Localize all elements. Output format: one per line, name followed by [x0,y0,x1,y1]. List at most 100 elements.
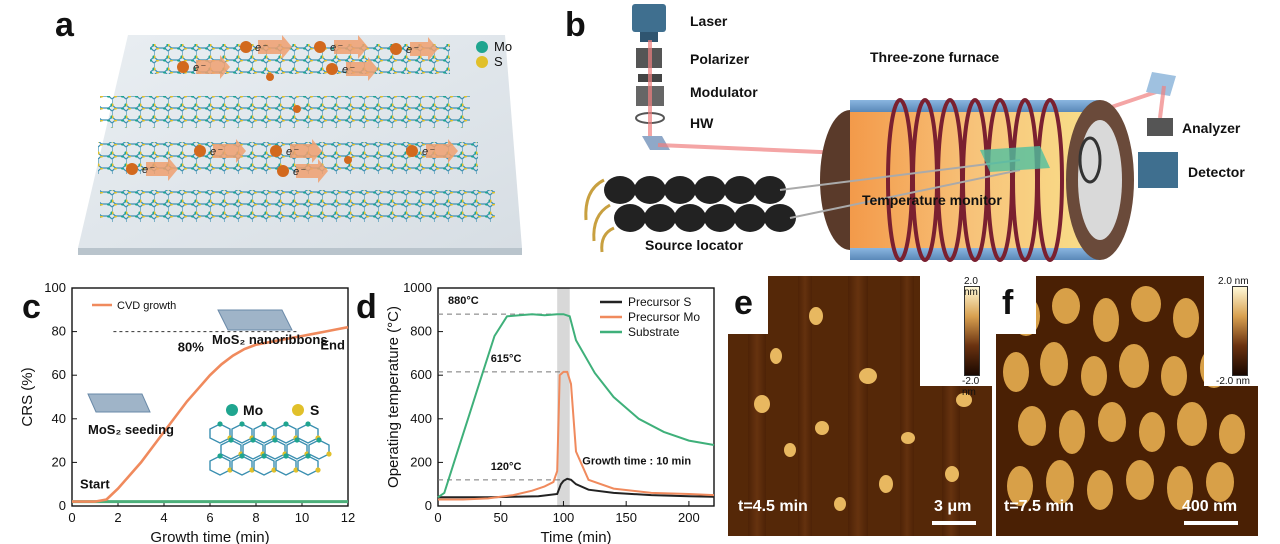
y-axis-title: Operating temperature (°C) [385,306,402,488]
y-tick-label: 80 [52,324,66,339]
panel-f-label: f [1002,284,1014,322]
growth-window-highlight [557,288,570,506]
laser-body [632,4,666,32]
scalebar-e [932,521,976,525]
x-tick-label: 4 [160,510,167,525]
x-tick-label: 0 [434,510,441,525]
furnace-setup-schematic: Laser Polarizer Modulator HW Three-zone … [584,4,1245,262]
seeding-inset [87,393,151,413]
svg-text:e⁻: e⁻ [286,146,299,158]
mirror-right [1146,72,1176,96]
svg-text:e⁻: e⁻ [193,62,206,74]
y-tick-label: 400 [410,411,432,426]
afm-e-topography [728,276,992,536]
s-label: S [310,402,319,418]
seeding-label: MoS₂ seeding [88,422,174,437]
y-tick-label: 600 [410,367,432,382]
s-dot [292,404,304,416]
panel-b: b [540,0,1280,265]
x-tick-label: 150 [615,510,637,525]
legend-label-2: Substrate [628,325,680,339]
colorbar-e-bg [920,276,992,386]
nanoribbons-inset [217,309,293,331]
mo-label: Mo [243,402,263,418]
series-cvd-growth-line [72,325,349,503]
y-tick-label: 100 [44,280,66,295]
svg-text:e⁻: e⁻ [255,42,268,54]
colorbar-f [1232,286,1248,376]
y-tick-label: 0 [59,498,66,513]
legend-cvd-label: CVD growth [117,300,176,312]
mo-dot [226,404,238,416]
ribbon-2 [100,96,470,128]
label-temperature-monitor: Temperature monitor [862,192,1002,208]
colorbar-f-top: 2.0 nm [1218,276,1249,287]
x-tick-label: 6 [206,510,213,525]
y-tick-label: 0 [425,498,432,513]
electron-markers [126,41,418,177]
legend-label-0: Precursor S [628,295,691,309]
svg-text:e⁻: e⁻ [142,164,155,176]
panel-e: e 2.0 nm -2.0 nm t=4.5 min 3 μm [728,276,992,536]
nanoribbons-label: MoS₂ nanoribbons [212,332,328,347]
x-axis-title: Time (min) [540,529,611,544]
x-tick-label: 12 [341,510,355,525]
svg-text:e⁻: e⁻ [422,146,435,158]
y-tick-label: 800 [410,324,432,339]
panel-b-label: b [565,6,586,44]
svg-text:e⁻: e⁻ [406,44,419,56]
mos2-lattice-inset [209,421,332,476]
y-axis-title: CRS (%) [19,367,36,426]
svg-text:e⁻: e⁻ [330,42,343,54]
label-polarizer: Polarizer [690,51,750,67]
scale-label-e: 3 μm [934,498,972,515]
x-tick-label: 2 [114,510,121,525]
panel-f-label-bg [996,276,1036,334]
temp-120-label: 120°C [491,461,522,473]
svg-text:e⁻: e⁻ [342,64,355,76]
afm-image-f [996,276,1258,536]
x-axis-title: Growth time (min) [150,529,269,544]
scale-label-f: 400 nm [1182,498,1238,515]
s-legend-dot [476,56,488,68]
label-modulator: Modulator [690,84,758,100]
end-label: End [320,338,345,353]
y-tick-label: 60 [52,367,66,382]
panel-d-label: d [356,288,377,326]
growth-time-label: Growth time : 10 min [582,456,691,468]
afm-f-topography [996,276,1258,536]
x-tick-label: 100 [553,510,575,525]
ribbon-4 [100,190,495,222]
lattice-schematic: e⁻ e⁻ e⁻ e⁻ e⁻ e⁻ e⁻ e⁻ e⁻ e⁻ Mo S [78,35,522,255]
source-locator [604,176,796,232]
colorbar-f-bottom: -2.0 nm [1216,376,1250,387]
series-precursor-mo-line [438,370,715,501]
start-label: Start [80,477,110,492]
panel-e-label: e [734,284,753,322]
y-tick-label: 1000 [403,280,432,295]
threshold-label: 80% [178,340,204,355]
heating-coils [886,98,1064,262]
analyzer [1147,118,1173,136]
panel-f: f 2.0 nm -2.0 nm t=7.5 min 400 nm [996,276,1258,536]
mo-legend-label: Mo [494,39,512,54]
panel-e-label-bg [728,276,768,334]
panel-c-label: c [22,288,41,326]
label-analyzer: Analyzer [1182,120,1241,136]
temp-615-label: 615°C [491,353,522,365]
colorbar-e [964,286,980,376]
x-tick-label: 0 [68,510,75,525]
series-precursor-s-line [438,477,715,499]
x-tick-label: 10 [295,510,309,525]
panel-a: a [0,0,540,265]
y-tick-label: 20 [52,454,66,469]
colorbar-e-top: 2.0 nm [964,276,978,298]
x-tick-label: 200 [678,510,700,525]
mirror-left [642,136,670,150]
detector [1138,152,1178,188]
svg-text:e⁻: e⁻ [210,146,223,158]
y-tick-label: 200 [410,454,432,469]
